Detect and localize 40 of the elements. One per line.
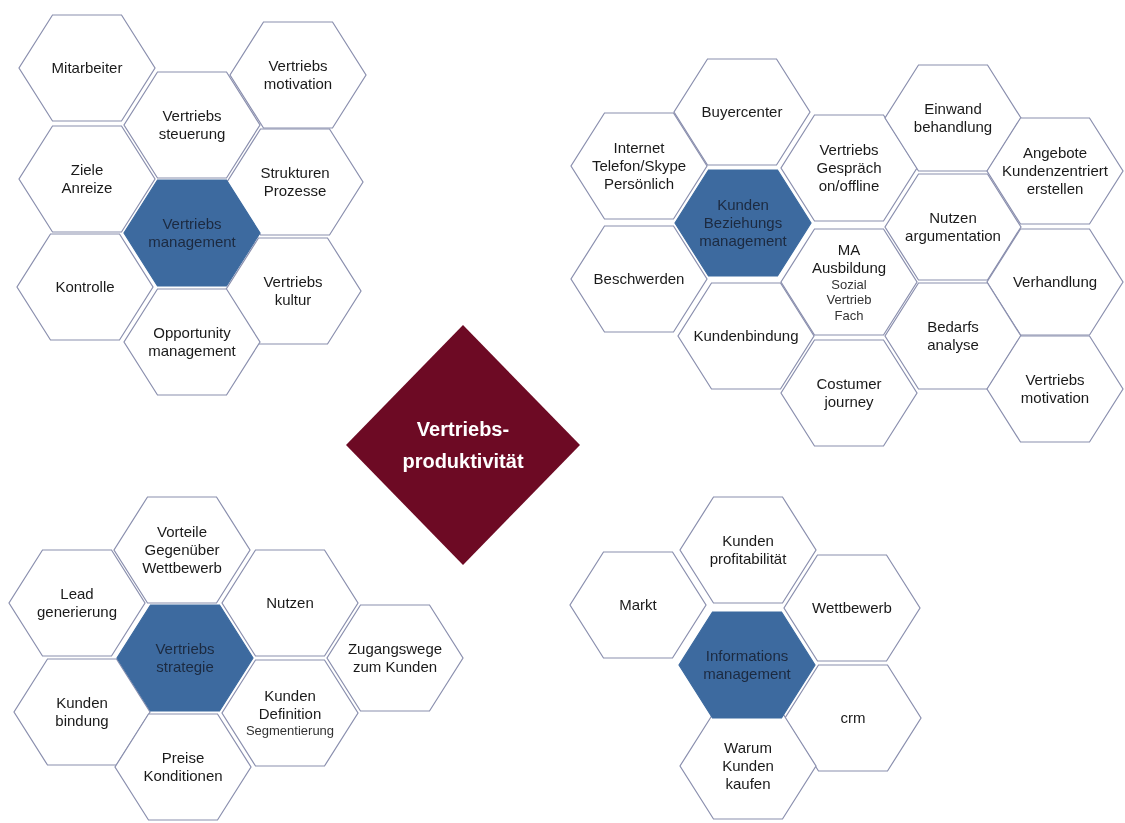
- hexagon-label: Verhandlung: [1012, 273, 1098, 291]
- hexagon-label: Buyercenter: [701, 103, 783, 121]
- hexagon-label: Vertriebs motivation: [1020, 371, 1090, 407]
- hexagon-label: Vertriebs management: [148, 215, 236, 251]
- hexagon-label: Kontrolle: [55, 278, 115, 296]
- hexagon-label: Vertriebs motivation: [263, 57, 333, 93]
- hexagon-label: Strukturen Prozesse: [260, 164, 330, 200]
- hexagon-label: Zugangswege zum Kunden: [347, 640, 443, 676]
- hexagon-sublabel: Sozial Vertrieb Fach: [826, 276, 872, 324]
- hexagon-label: Warum Kunden kaufen: [722, 739, 774, 793]
- hexagon-label: Lead generierung: [36, 585, 118, 621]
- hexagon-label: Informations management: [703, 647, 791, 683]
- hexagon-label: Angebote Kundenzentriert erstellen: [1002, 144, 1108, 198]
- hexagon-label: Costumer journey: [816, 375, 882, 411]
- hexagon-label: Beschwerden: [593, 270, 685, 288]
- hexagon-label: Preise Konditionen: [143, 749, 223, 785]
- hexagon-label: Opportunity management: [148, 324, 236, 360]
- hexagon-label: Kunden Definition: [258, 687, 322, 724]
- hexagon-label: Kundenbindung: [693, 327, 799, 345]
- hexagon-label: Kunden bindung: [55, 694, 109, 730]
- hexagon-label: Nutzen: [266, 594, 314, 612]
- hexagon-label: Vertriebs steuerung: [158, 107, 226, 143]
- hexagon-label: Internet Telefon/Skype Persönlich: [591, 139, 687, 193]
- hexagon-label: crm: [840, 709, 866, 727]
- hexagon-sublabel: Segmentierung: [245, 723, 335, 739]
- hexagon-label: Vorteile Gegenüber Wettbewerb: [142, 523, 222, 577]
- diamond-label: Vertriebs- produktivität: [402, 417, 524, 474]
- hexagon-label: MA Ausbildung: [811, 240, 887, 277]
- hexagon-label: Vertriebs Gespräch on/offline: [816, 141, 882, 195]
- hexagon-label: Einwand behandlung: [913, 100, 993, 136]
- hexagon-label: Mitarbeiter: [51, 59, 123, 77]
- hexagon-label: Ziele Anreize: [61, 161, 113, 197]
- hexagon-label: Kunden Beziehungs management: [699, 196, 787, 250]
- hexagon-label: Kunden profitabilität: [709, 532, 787, 568]
- hexagon-label: Markt: [619, 596, 657, 614]
- hexagon-label: Vertriebs strategie: [155, 640, 215, 676]
- hexagon-label: Wettbewerb: [812, 599, 892, 617]
- hexagon-label: Nutzen argumentation: [905, 209, 1001, 245]
- hexagon-label: Vertriebs kultur: [263, 273, 323, 309]
- hexagon-label: Bedarfs analyse: [927, 318, 979, 354]
